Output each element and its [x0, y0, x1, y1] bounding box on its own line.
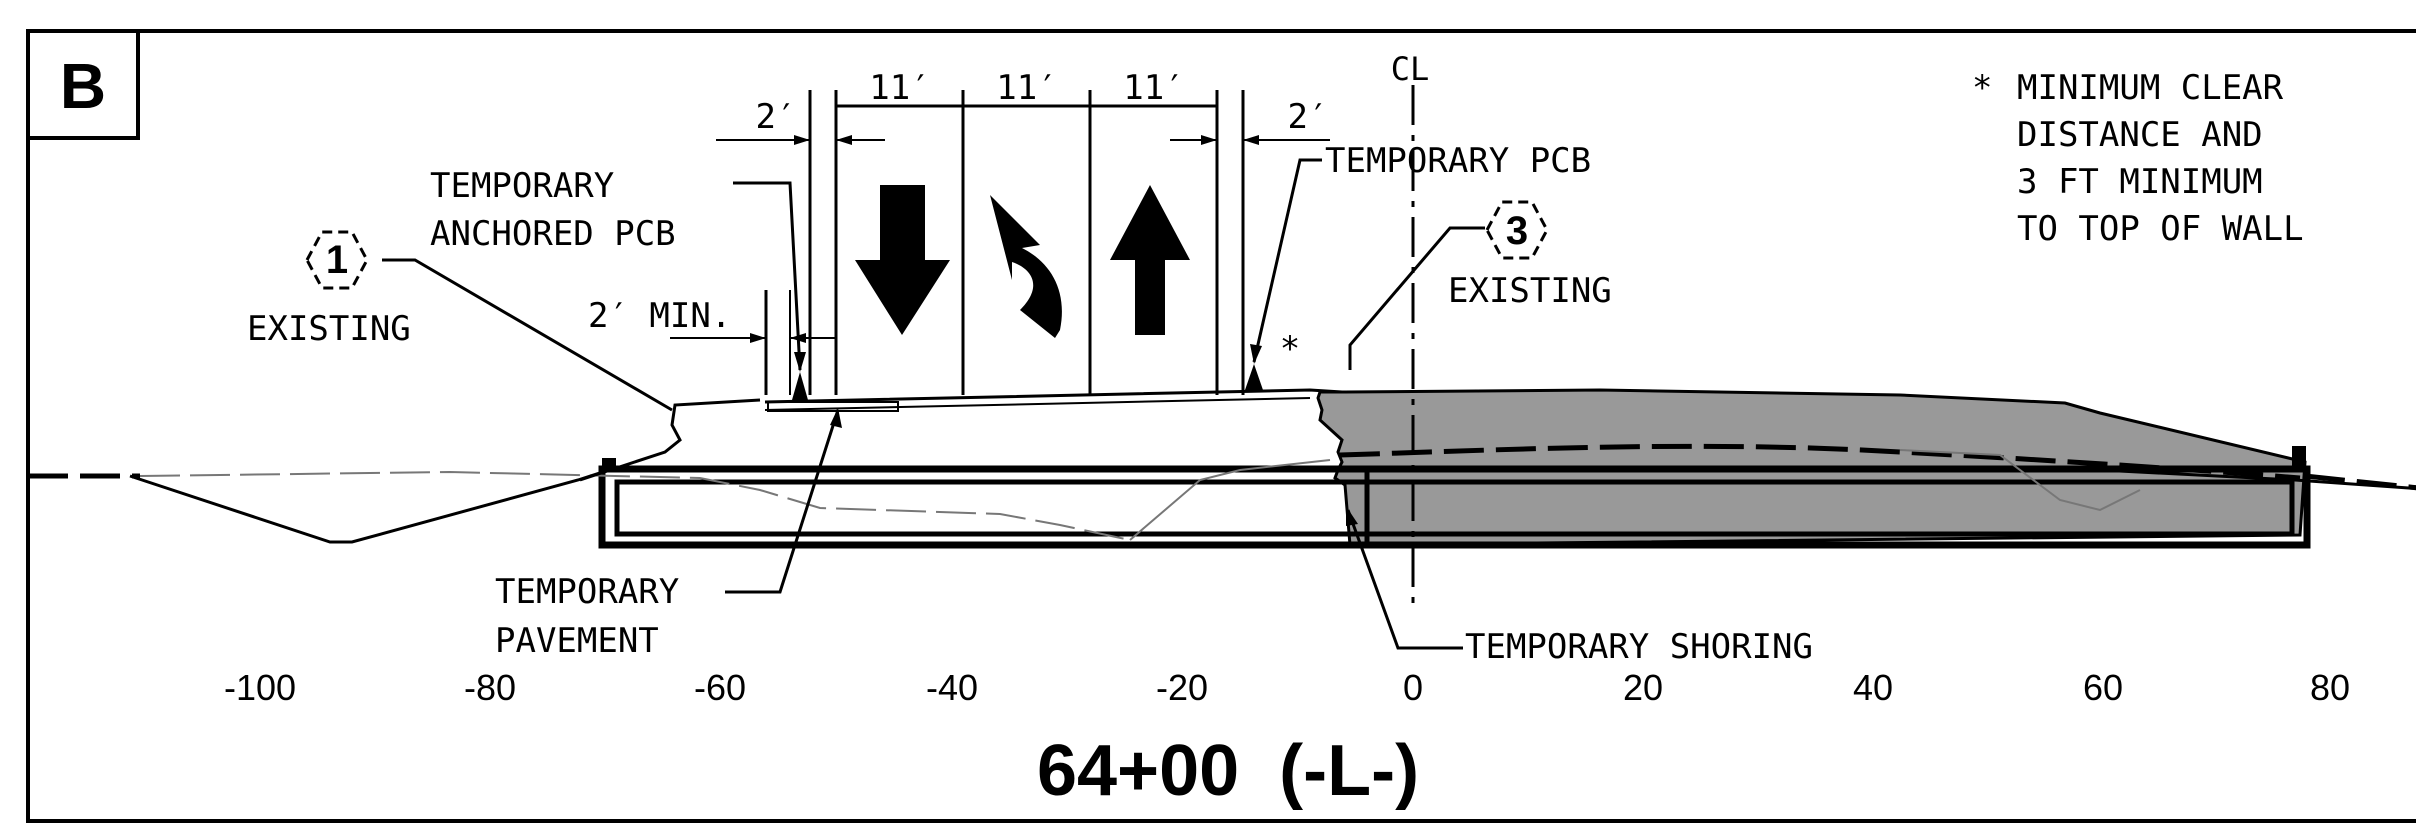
panel-letter-box — [28, 31, 140, 140]
temp-anchored-pcb-label-2: ANCHORED PCB — [430, 214, 676, 254]
proposed-grade-dashed — [1339, 443, 2301, 481]
min-clearance-label: 2′ MIN. — [588, 296, 731, 336]
note-asterisk: * — [1972, 68, 1992, 108]
axis-tick-label: 0 — [1403, 667, 1423, 708]
temp-shoring-leader — [1346, 509, 1463, 650]
right-offset-arrow-2 — [1243, 135, 1259, 145]
axis-tick-label: 80 — [2310, 667, 2350, 708]
note-line-1: MINIMUM CLEAR — [2017, 68, 2284, 108]
down-arrow-icon — [855, 185, 950, 335]
existing-profile-thin-2 — [1129, 459, 1331, 541]
right-offset-arrow-1 — [1201, 135, 1217, 145]
centerline-symbol: CL — [1391, 50, 1430, 88]
left-curb-profile — [579, 398, 761, 482]
axis-tick-label: -100 — [224, 667, 296, 708]
temp-pcb-label: TEMPORARY PCB — [1325, 141, 1591, 181]
axis-tick-label: -20 — [1156, 667, 1208, 708]
wall-outline-outer — [598, 465, 2311, 549]
drawing-frame — [26, 29, 2416, 823]
panel-letter: B — [60, 50, 106, 122]
existing-callout-number-left: 1 — [326, 238, 348, 282]
temp-anchored-pcb-leader-arrow — [794, 352, 806, 372]
temp-pcb-marker — [1245, 364, 1263, 390]
existing-profile-thin-3 — [1899, 449, 2141, 512]
axis-tick-label: 20 — [1623, 667, 1663, 708]
existing-leader-left — [382, 258, 673, 412]
note-line-4: TO TOP OF WALL — [2017, 209, 2304, 249]
axis-tick-label: 40 — [1853, 667, 1893, 708]
clear-distance-asterisk: * — [1280, 329, 1300, 369]
min-clear-arrow-1 — [750, 333, 766, 343]
note-line-2: DISTANCE AND — [2017, 115, 2263, 155]
temp-shoring-leader-arrow — [1346, 506, 1358, 526]
axis-tick-label: -60 — [694, 667, 746, 708]
axis-tick-labels: -100 -80 -60 -40 -20 0 20 40 60 80 — [224, 667, 2350, 708]
wall-cap-right — [2292, 446, 2306, 472]
sideslope-right — [2099, 468, 2416, 490]
u-turn-arrow-icon — [990, 195, 1062, 338]
left-offset-label: 2′ — [756, 97, 797, 137]
existing-callout-number-right: 3 — [1506, 209, 1528, 253]
temp-anchored-pcb-label-1: TEMPORARY — [430, 166, 614, 206]
temporary-pavement-top — [764, 388, 1343, 404]
temporary-pavement-patch — [767, 401, 899, 412]
section-title: 64+00 (-L-) — [1037, 731, 1419, 811]
existing-leader-right — [1348, 226, 1485, 370]
lane-width-3: 11′ — [1123, 68, 1184, 108]
lane-width-2: 11′ — [996, 68, 1057, 108]
temp-pcb-leader-arrow — [1250, 344, 1262, 364]
existing-label-left: EXISTING — [247, 309, 411, 349]
left-ditch-slope — [129, 466, 616, 544]
right-offset-label: 2′ — [1288, 97, 1329, 137]
wall-outline-inner — [614, 479, 2295, 537]
lane-width-1: 11′ — [869, 68, 930, 108]
temp-shoring-label: TEMPORARY SHORING — [1465, 627, 1813, 667]
up-arrow-icon — [1110, 185, 1190, 335]
axis-tick-label: -40 — [926, 667, 978, 708]
left-offset-arrow-2 — [836, 135, 852, 145]
temp-anchored-pcb-marker — [792, 372, 808, 400]
temporary-pavement-bottom — [764, 397, 1311, 411]
temp-pavement-leader — [725, 409, 840, 594]
axis-tick-label: -80 — [464, 667, 516, 708]
left-offset-arrow-1 — [794, 135, 810, 145]
existing-profile-thin — [139, 470, 1131, 541]
axis-tick-label: 60 — [2083, 667, 2123, 708]
note-line-3: 3 FT MINIMUM — [2017, 162, 2263, 202]
temp-pcb-leader — [1252, 158, 1322, 363]
existing-callout-hexagon-right — [1485, 200, 1549, 260]
existing-label-right: EXISTING — [1448, 271, 1612, 311]
temp-pavement-leader-arrow — [830, 408, 842, 428]
temp-anchored-pcb-leader — [733, 181, 802, 371]
temp-pavement-label-1: TEMPORARY — [495, 572, 679, 612]
existing-callout-hexagon-left — [305, 230, 369, 290]
temp-pavement-label-2: PAVEMENT — [495, 621, 659, 661]
